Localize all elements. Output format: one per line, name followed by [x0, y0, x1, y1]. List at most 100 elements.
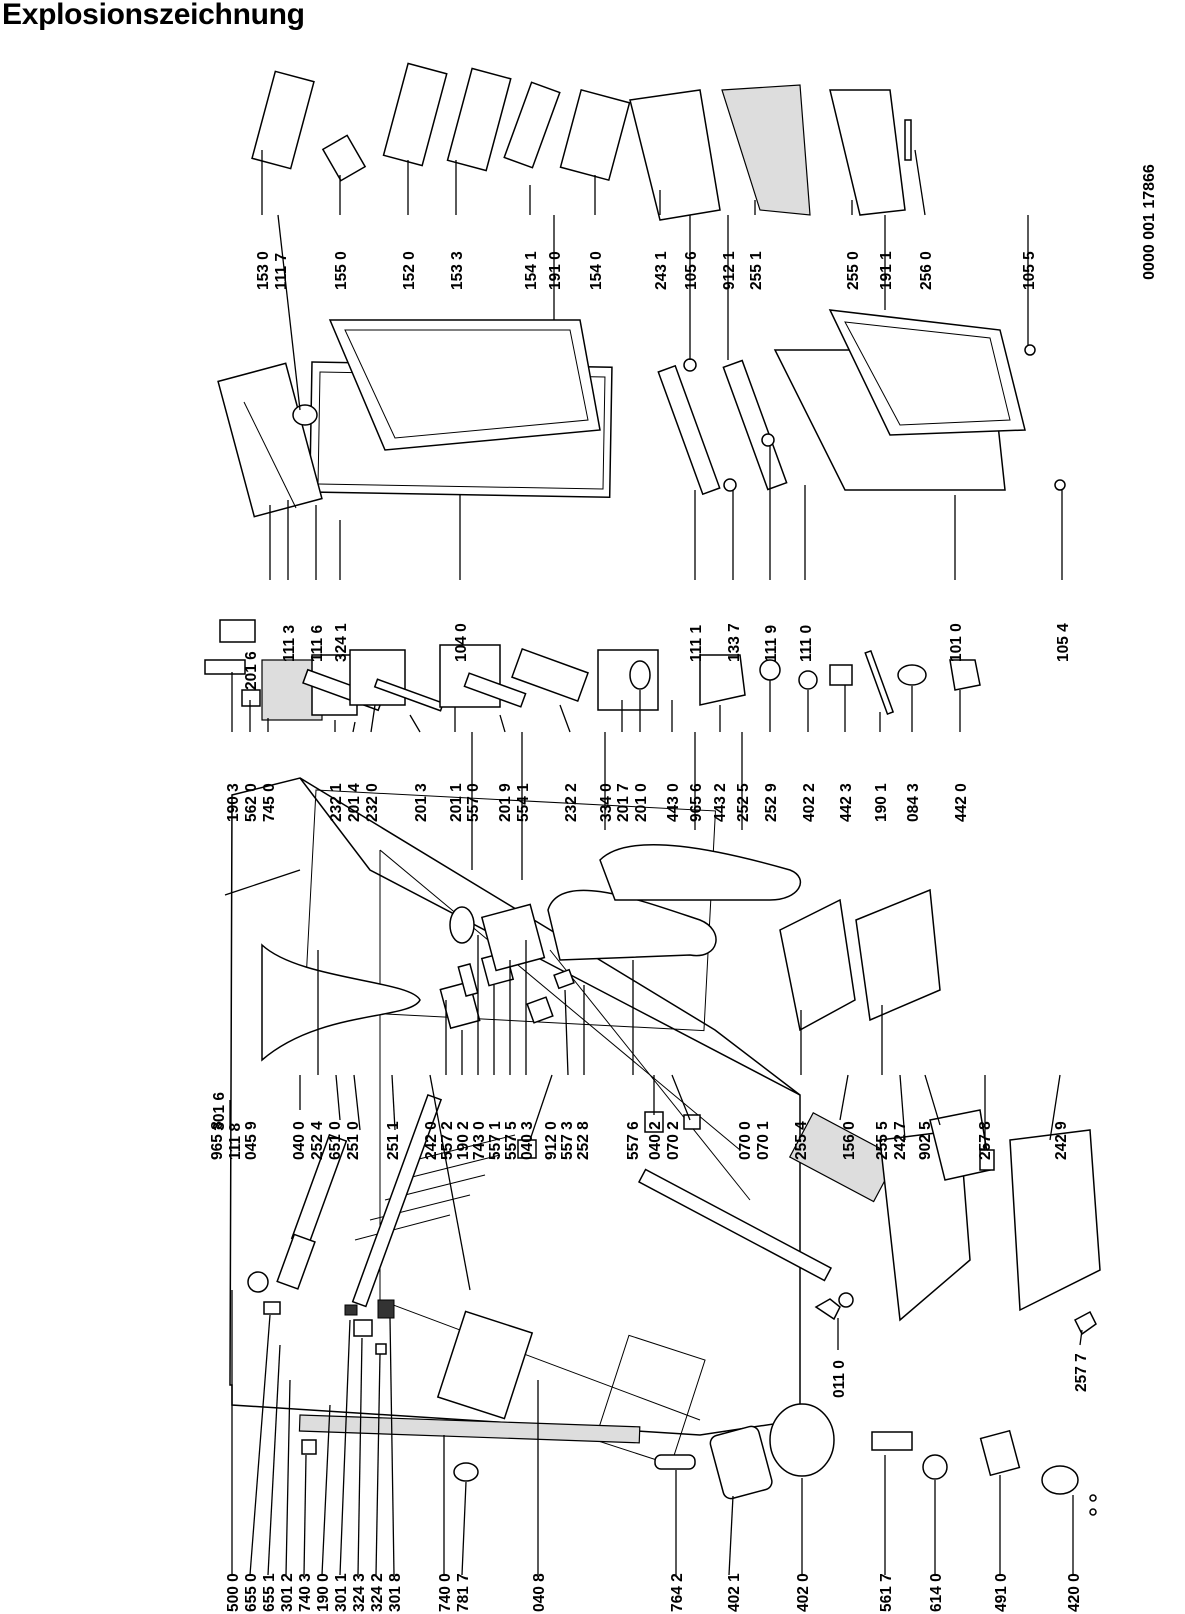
part-label-152-0: 152 0: [401, 251, 418, 290]
part-label-111-3: 111 3: [281, 625, 298, 662]
part-label-242-7: 242 7: [892, 1121, 909, 1160]
part-label-232-0: 232 0: [364, 783, 381, 822]
part-label-251-0: 251 0: [345, 1121, 362, 1160]
part-label-154-1: 154 1: [523, 251, 540, 290]
part-label-190-3: 190 3: [225, 783, 242, 822]
part-label-101-0: 101 0: [948, 623, 965, 662]
part-label-334-0: 334 0: [598, 783, 615, 822]
part-label-154-0: 154 0: [588, 251, 605, 290]
part-label-111-6: 111 6: [309, 625, 326, 662]
part-label-252-9: 252 9: [763, 783, 780, 822]
part-label-557-5: 557 5: [503, 1121, 520, 1160]
part-label-190-1: 190 1: [873, 783, 890, 822]
part-label-040-3: 040 3: [519, 1121, 536, 1160]
part-label-745-0: 745 0: [261, 783, 278, 822]
part-label-133-7: 133 7: [726, 623, 743, 662]
part-label-491-0: 491 0: [993, 1573, 1010, 1612]
part-label-105-6: 105 6: [683, 251, 700, 290]
part-label-242-9: 242 9: [1053, 1121, 1070, 1160]
part-label-201-7: 201 7: [615, 783, 632, 822]
part-label-965-6: 965 6: [688, 783, 705, 822]
part-label-153-3: 153 3: [449, 251, 466, 290]
part-label-201-9: 201 9: [497, 783, 514, 822]
part-label-557-1: 557 1: [487, 1121, 504, 1160]
part-label-655-1: 655 1: [261, 1573, 278, 1612]
part-label-255-4: 255 4: [793, 1121, 810, 1160]
part-label-442-3: 442 3: [838, 783, 855, 822]
part-label-111-0: 111 0: [798, 625, 815, 662]
part-label-764-2: 764 2: [669, 1573, 686, 1612]
part-label-301-8: 301 8: [387, 1573, 404, 1612]
part-label-562-0: 562 0: [243, 783, 260, 822]
part-label-557-2: 557 2: [439, 1121, 456, 1160]
part-label-255-5: 255 5: [874, 1121, 891, 1160]
part-label-011-0: 011 0: [831, 1360, 848, 1398]
part-label-655-0: 655 0: [243, 1573, 260, 1612]
parts-drawing: [204, 62, 1101, 1516]
part-label-301-1: 301 1: [333, 1573, 350, 1612]
part-label-402-2: 402 2: [801, 783, 818, 822]
part-label-740-3: 740 3: [297, 1573, 314, 1612]
part-label-232-2: 232 2: [563, 783, 580, 822]
part-label-257-7: 257 7: [1073, 1353, 1090, 1392]
part-label-242-0: 242 0: [423, 1121, 440, 1160]
part-label-201-3: 201 3: [413, 783, 430, 822]
part-label-256-0: 256 0: [918, 251, 935, 290]
part-label-104-0: 104 0: [453, 623, 470, 662]
part-label-191-1: 191 1: [878, 251, 895, 290]
part-label-243-1: 243 1: [653, 251, 670, 290]
part-label-252-5: 252 5: [735, 783, 752, 822]
part-label-190-2: 190 2: [455, 1121, 472, 1160]
part-label-402-0: 402 0: [795, 1573, 812, 1612]
part-label-190-0: 190 0: [315, 1573, 332, 1612]
part-label-255-0: 255 0: [845, 251, 862, 290]
part-label-257-8: 257 8: [977, 1121, 994, 1160]
part-label-912-0: 912 0: [543, 1121, 560, 1160]
page-title: Explosionszeichnung: [2, 0, 305, 31]
part-label-740-0: 740 0: [437, 1573, 454, 1612]
part-label-201-4: 201 4: [346, 783, 363, 822]
part-label-201-1: 201 1: [448, 783, 465, 822]
part-label-557-3: 557 3: [559, 1121, 576, 1160]
part-label-105-4: 105 4: [1055, 623, 1072, 662]
part-label-324-1: 324 1: [333, 623, 350, 662]
part-label-324-2: 324 2: [369, 1573, 386, 1612]
part-label-554-1: 554 1: [515, 783, 532, 822]
part-label-111-8: 111 8: [227, 1123, 244, 1160]
document-number: 0000 001 17866: [1141, 164, 1158, 280]
cabinet: [229, 777, 801, 1466]
part-label-557-0: 557 0: [465, 783, 482, 822]
part-label-443-0: 443 0: [665, 783, 682, 822]
part-label-301-2: 301 2: [279, 1573, 296, 1612]
part-label-070-1: 070 1: [755, 1121, 772, 1160]
part-label-557-6: 557 6: [625, 1121, 642, 1160]
part-label-191-0: 191 0: [547, 251, 564, 290]
part-label-105-5: 105 5: [1021, 251, 1038, 290]
part-label-420-0: 420 0: [1066, 1573, 1083, 1612]
part-label-651-0: 651 0: [327, 1121, 344, 1160]
part-label-153-0: 153 0: [255, 251, 272, 290]
part-label-040-0: 040 0: [291, 1121, 308, 1160]
part-label-561-7: 561 7: [878, 1573, 895, 1612]
part-label-111-1: 111 1: [688, 625, 705, 662]
part-label-201-0: 201 0: [633, 783, 650, 822]
part-label-965-8: 965 8: [209, 1121, 226, 1160]
part-label-084-3: 084 3: [905, 783, 922, 822]
part-label-201-6: 201 6: [243, 651, 260, 690]
part-label-614-0: 614 0: [928, 1573, 945, 1612]
part-label-500-0: 500 0: [225, 1573, 242, 1612]
part-label-442-0: 442 0: [953, 783, 970, 822]
part-label-781-7: 781 7: [455, 1573, 472, 1612]
part-label-402-1: 402 1: [726, 1573, 743, 1612]
leader-lines: [224, 149, 1083, 1576]
part-label-070-0: 070 0: [737, 1121, 754, 1160]
part-label-324-3: 324 3: [351, 1573, 368, 1612]
part-label-902-5: 902 5: [917, 1121, 934, 1160]
part-label-251-1: 251 1: [385, 1121, 402, 1160]
part-label-232-1: 232 1: [328, 783, 345, 822]
part-label-443-2: 443 2: [712, 783, 729, 822]
part-label-252-8: 252 8: [575, 1121, 592, 1160]
part-label-111-7: 111 7: [273, 253, 290, 290]
